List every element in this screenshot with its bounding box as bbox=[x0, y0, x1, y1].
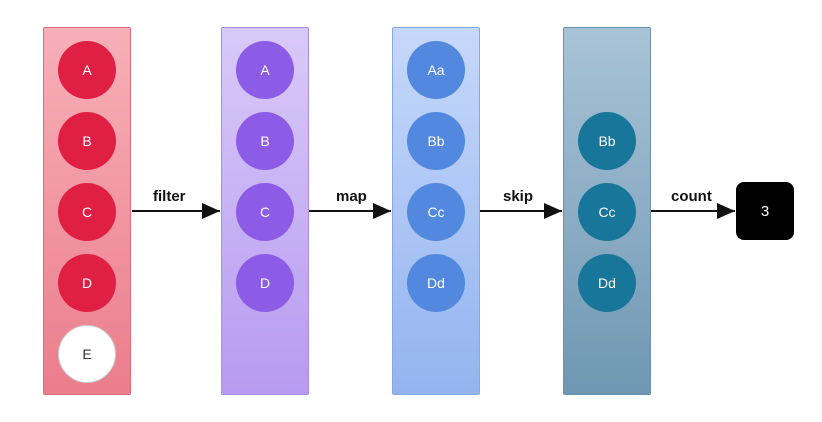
filtered-stage-column: A B C D bbox=[221, 27, 309, 395]
filtered-node: D bbox=[236, 254, 294, 312]
source-node: A bbox=[58, 41, 116, 99]
filtered-node: B bbox=[236, 112, 294, 170]
source-node: C bbox=[58, 183, 116, 241]
mapped-node: Cc bbox=[407, 183, 465, 241]
skip-operation-label: skip bbox=[503, 188, 534, 205]
mapped-node: Dd bbox=[407, 254, 465, 312]
filtered-node: A bbox=[236, 41, 294, 99]
source-node: D bbox=[58, 254, 116, 312]
mapped-node: Bb bbox=[407, 112, 465, 170]
map-operation-label: map bbox=[336, 188, 367, 205]
filter-operation-label: filter bbox=[153, 188, 186, 205]
mapped-stage-column: Aa Bb Cc Dd bbox=[392, 27, 480, 395]
skipped-node: Cc bbox=[578, 183, 636, 241]
skipped-stage-column: Bb Cc Dd bbox=[563, 27, 651, 395]
filtered-node: C bbox=[236, 183, 294, 241]
mapped-node: Aa bbox=[407, 41, 465, 99]
source-node-filtered-out: E bbox=[58, 325, 116, 383]
skipped-node: Bb bbox=[578, 112, 636, 170]
source-node: B bbox=[58, 112, 116, 170]
skipped-node: Dd bbox=[578, 254, 636, 312]
count-operation-label: count bbox=[671, 188, 712, 205]
source-stage-column: A B C D E bbox=[43, 27, 131, 395]
count-result-box: 3 bbox=[736, 182, 794, 240]
